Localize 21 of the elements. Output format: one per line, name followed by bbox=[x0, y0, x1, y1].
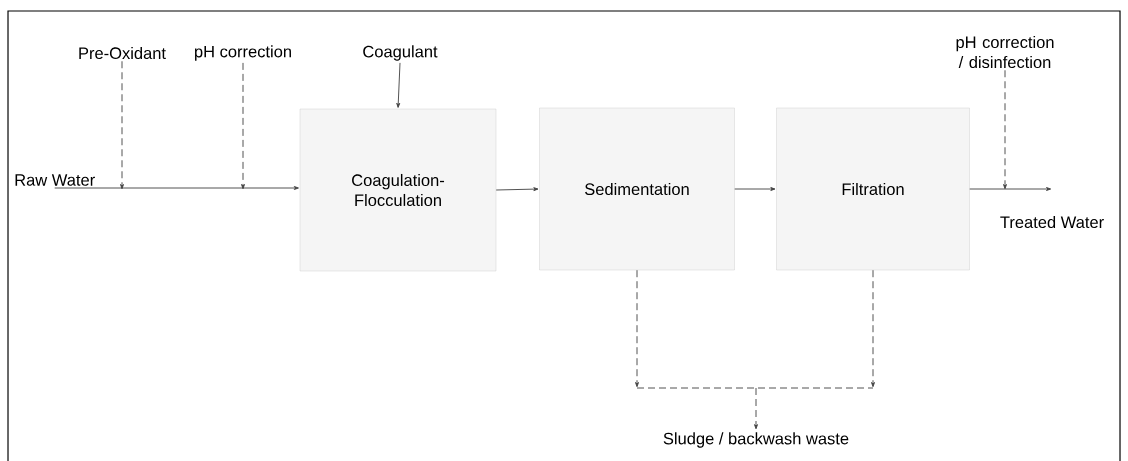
arrow bbox=[969, 187, 1052, 191]
label-text: pH correction bbox=[195, 45, 291, 61]
process-box: Sedimentation bbox=[539, 107, 735, 271]
arrow bbox=[495, 187, 539, 192]
label-text: Treated Water bbox=[1000, 215, 1104, 229]
label-text: Coagulant bbox=[363, 45, 438, 61]
arrow bbox=[734, 187, 776, 191]
process-box: Coagulation- Flocculation bbox=[299, 108, 497, 272]
arrow bbox=[241, 62, 245, 190]
arrow bbox=[871, 269, 875, 388]
arrow bbox=[635, 269, 639, 388]
arrow bbox=[120, 60, 124, 190]
process-box: Filtration bbox=[776, 107, 970, 271]
arrow bbox=[1003, 69, 1007, 190]
arrow bbox=[396, 62, 401, 108]
merge-arrow bbox=[636, 387, 874, 430]
label-text: Sludge / backwash waste bbox=[663, 432, 849, 448]
label-text: Raw Water bbox=[15, 174, 95, 186]
label-text: pH correction / disinfection bbox=[956, 35, 1054, 69]
label-text: Pre-Oxidant bbox=[79, 46, 166, 60]
arrow bbox=[54, 186, 299, 190]
